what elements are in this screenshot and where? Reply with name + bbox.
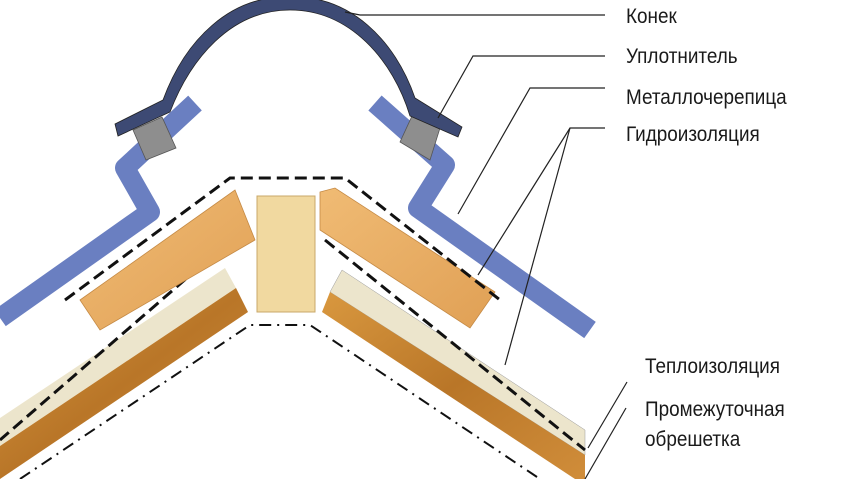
counter-batten-left	[0, 288, 248, 479]
label-ridge: Конек	[626, 5, 677, 28]
seal-left	[132, 116, 177, 161]
insulation-left	[0, 268, 236, 446]
leader-lines	[344, 11, 628, 479]
label-waterproofing: Гидроизоляция	[626, 123, 760, 146]
label-seal: Уплотнитель	[626, 45, 738, 68]
ridge-cap	[114, 0, 463, 138]
waterproofing-upper	[64, 176, 501, 302]
label-counter-batten-2: обрешетка	[645, 428, 741, 451]
dash-dot-line	[19, 324, 541, 479]
batten-left	[79, 189, 256, 331]
batten-right	[319, 187, 496, 329]
label-insulation: Теплоизоляция	[645, 355, 780, 378]
waterproofing-lower-right	[324, 238, 586, 452]
center-board	[256, 195, 316, 313]
label-counter-batten-1: Промежуточная	[645, 398, 785, 421]
label-metal-tile: Металлочерепица	[626, 86, 787, 109]
counter-batten-right	[322, 292, 585, 479]
